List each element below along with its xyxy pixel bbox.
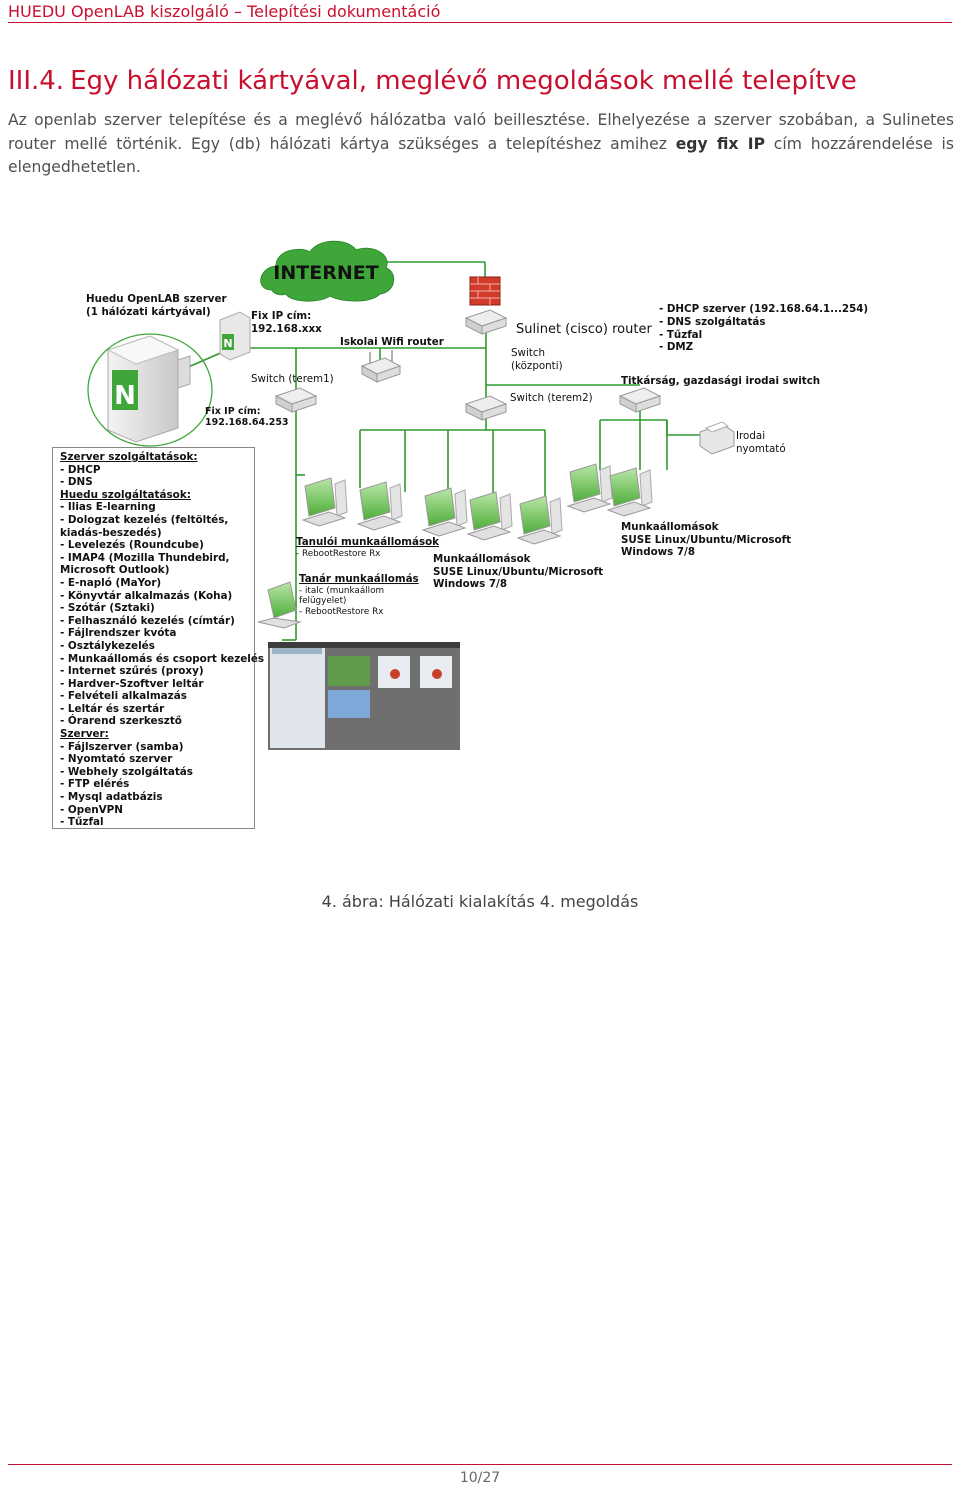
figure-caption: 4. ábra: Hálózati kialakítás 4. megoldás bbox=[321, 892, 639, 911]
switch-room2-icon bbox=[464, 395, 508, 421]
service-item: - FTP elérés bbox=[60, 778, 130, 791]
header-rule bbox=[8, 22, 952, 23]
service-item: - Tűzfal bbox=[60, 816, 104, 829]
footer-rule bbox=[8, 1464, 952, 1465]
fix-ip-low-2: 192.168.64.253 bbox=[205, 417, 289, 428]
service-item: - Hardver-Szoftver leltár bbox=[60, 677, 204, 690]
teacher-ws-item-0: - italc (munkaállom bbox=[299, 586, 384, 596]
para-bold: egy fix IP bbox=[675, 134, 765, 153]
workstation-icon bbox=[606, 467, 653, 517]
service-item: - Webhely szolgáltatás bbox=[60, 765, 193, 778]
wifi-router-icon bbox=[360, 350, 402, 383]
ws-right-1: SUSE Linux/Ubuntu/Microsoft bbox=[621, 534, 791, 546]
service-item: - Fájlrendszer kvóta bbox=[60, 627, 177, 640]
service-item: - E-napló (MaYor) bbox=[60, 576, 162, 589]
internet-cloud-icon bbox=[260, 240, 395, 302]
section-title-text: Egy hálózati kártyával, meglévő megoldás… bbox=[70, 66, 857, 96]
server-logo: N bbox=[114, 381, 136, 411]
workstation-icon bbox=[516, 495, 563, 545]
service-item: - Dologzat kezelés (feltöltés, bbox=[60, 513, 229, 526]
workstation-icon bbox=[466, 491, 513, 541]
wifi-router-label: Iskolai Wifi router bbox=[340, 336, 445, 348]
service-item: - Leltár és szertár bbox=[60, 702, 165, 715]
router-service-3: - DMZ bbox=[659, 341, 693, 353]
software-screenshot bbox=[268, 642, 460, 750]
workstation-icon bbox=[421, 487, 468, 537]
para-text-2: cím hozzárendelése is elengedhetetlen. bbox=[8, 134, 954, 177]
printer-label-2: nyomtató bbox=[736, 443, 786, 455]
switch-central-1: Switch bbox=[511, 347, 545, 359]
service-item: Huedu szolgáltatások: bbox=[60, 488, 191, 501]
switch-central-2: (központi) bbox=[511, 360, 563, 372]
service-item: - Nyomtató szerver bbox=[60, 753, 173, 766]
running-header: HUEDU OpenLAB kiszolgáló – Telepítési do… bbox=[8, 2, 441, 21]
ws-mid-1: SUSE Linux/Ubuntu/Microsoft bbox=[433, 566, 603, 578]
teacher-ws-title: Tanár munkaállomás bbox=[299, 573, 419, 585]
service-item: - OpenVPN bbox=[60, 803, 123, 816]
switch-room1-icon bbox=[274, 387, 318, 413]
service-item: - Fájlszerver (samba) bbox=[60, 740, 184, 753]
service-item: - Osztálykezelés bbox=[60, 639, 155, 652]
office-switch-icon bbox=[618, 387, 662, 413]
ws-mid-0: Munkaállomások bbox=[433, 553, 532, 565]
openlab-server-icon: N bbox=[87, 333, 213, 447]
fix-ip-low-1: Fix IP cím: bbox=[205, 406, 261, 417]
intro-paragraph: Az openlab szerver telepítése és a meglé… bbox=[8, 109, 954, 180]
sulinet-router-label: Sulinet (cisco) router bbox=[516, 322, 652, 337]
printer-label-1: Irodai bbox=[736, 430, 765, 442]
workstation-icon bbox=[566, 463, 613, 513]
service-item: - Órarend szerkesztő bbox=[60, 715, 182, 728]
section-number: III.4. bbox=[8, 66, 65, 96]
switch-room1-label: Switch (terem1) bbox=[251, 373, 334, 385]
service-item: - Ilias E-learning bbox=[60, 501, 156, 514]
laptop-icon bbox=[257, 581, 302, 629]
router-service-1: - DNS szolgáltatás bbox=[659, 316, 765, 328]
service-item: - Mysql adatbázis bbox=[60, 791, 163, 804]
teacher-ws-item-2: - RebootRestore Rx bbox=[299, 607, 383, 617]
ws-right-2: Windows 7/8 bbox=[621, 546, 695, 558]
service-item: - IMAP4 (Mozilla Thundebird, bbox=[60, 551, 230, 564]
workstation-icons bbox=[301, 463, 653, 545]
service-item: Szerver: bbox=[60, 728, 109, 741]
service-item: kiadás-beszedés) bbox=[60, 526, 162, 539]
ws-right-0: Munkaállomások bbox=[621, 521, 720, 533]
teacher-ws-item-1: felügyelet) bbox=[299, 596, 346, 606]
service-item: - Felvételi alkalmazás bbox=[60, 690, 187, 703]
fix-ip-top-2: 192.168.xxx bbox=[251, 323, 322, 335]
network-lines bbox=[169, 261, 700, 641]
server-label-2: (1 hálózati kártyával) bbox=[86, 306, 211, 318]
workstation-icon bbox=[301, 477, 348, 527]
router-service-0: - DHCP szerver (192.168.64.1...254) bbox=[659, 303, 868, 315]
service-item: Microsoft Outlook) bbox=[60, 564, 170, 577]
page-number: 10/27 bbox=[459, 1470, 501, 1486]
ws-mid-2: Windows 7/8 bbox=[433, 578, 507, 590]
firewall-icon bbox=[469, 276, 501, 306]
workstation-icon bbox=[356, 481, 403, 531]
student-ws-sub: - RebootRestore Rx bbox=[296, 549, 380, 559]
service-item: - DNS bbox=[60, 476, 93, 489]
server-label-1: Huedu OpenLAB szerver bbox=[86, 293, 227, 305]
router-service-2: - Tűzfal bbox=[659, 329, 702, 341]
service-item: - Szótár (Sztaki) bbox=[60, 602, 155, 615]
service-item: - Levelezés (Roundcube) bbox=[60, 539, 204, 552]
sulinet-router-icon bbox=[464, 309, 508, 335]
svg-text:N: N bbox=[223, 337, 232, 350]
para-text-1: Az openlab szerver telepítése és a meglé… bbox=[8, 111, 954, 153]
service-item: - Könyvtár alkalmazás (Koha) bbox=[60, 589, 233, 602]
network-diagram: INTERNET N bbox=[86, 240, 868, 750]
fix-ip-top-1: Fix IP cím: bbox=[251, 310, 311, 322]
switch-room2-label: Switch (terem2) bbox=[510, 392, 593, 404]
service-item: Szerver szolgáltatások: bbox=[60, 451, 198, 463]
student-ws-title: Tanulói munkaállomások bbox=[296, 536, 440, 548]
internet-label: INTERNET bbox=[273, 262, 378, 284]
section-title: III.4.Egy hálózati kártyával, meglévő me… bbox=[8, 66, 857, 96]
service-item: - DHCP bbox=[60, 463, 101, 476]
service-item: - Felhasználó kezelés (címtár) bbox=[60, 614, 235, 627]
service-item: - Munkaállomás és csoport kezelés bbox=[60, 652, 265, 665]
service-item: - Internet szűrés (proxy) bbox=[60, 665, 204, 678]
printer-icon bbox=[699, 421, 735, 455]
office-switch-label: Titkárság, gazdasági irodai switch bbox=[621, 375, 820, 387]
small-server-icon: N bbox=[219, 311, 251, 361]
